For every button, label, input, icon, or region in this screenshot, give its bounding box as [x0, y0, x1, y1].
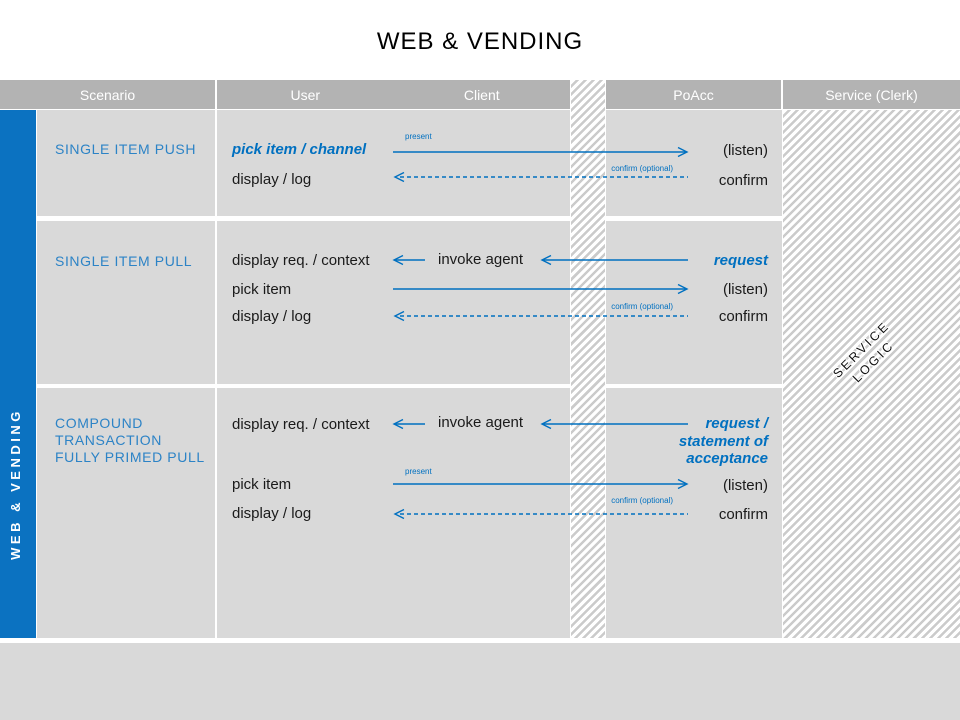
footer-band: [0, 643, 960, 720]
column-header-user-client: User Client: [217, 80, 570, 109]
service-logic-region: [783, 110, 960, 638]
column-header-scenario-label: Scenario: [79, 86, 136, 103]
row3-user-action-3: display / log: [232, 505, 312, 522]
row1-present-arrow-label: present: [405, 132, 432, 141]
row3-poacc-action-1-line1: request /: [705, 415, 768, 432]
row2-userclient-cell: [217, 221, 570, 384]
row3-poacc-action-2: (listen): [722, 477, 768, 494]
row1-confirm-arrow: [393, 171, 688, 183]
row3-invoke-agent-arrow: [392, 418, 425, 430]
row2-pick-item-arrow: [393, 283, 689, 295]
column-header-scenario: Scenario: [0, 80, 215, 109]
row3-poacc-action-1-line2: statement of: [678, 432, 768, 450]
row3-present-arrow-label: present: [405, 467, 432, 476]
row3-client-action: invoke agent: [438, 414, 524, 431]
row3-scenario-title-line1: COMPOUND: [55, 415, 144, 431]
row1-confirm-arrow-label: confirm (optional): [611, 164, 673, 173]
row3-poacc-action-1: request / statement of acceptance: [606, 415, 768, 468]
row1-poacc-action-1: (listen): [722, 142, 768, 159]
page-title: WEB & VENDING: [376, 28, 584, 55]
row3-poacc-action-1-line3: acceptance: [686, 450, 768, 467]
column-header-poacc: PoAcc: [606, 80, 781, 109]
row3-poacc-cell: [606, 388, 782, 638]
row3-user-action-2: pick item: [232, 476, 292, 493]
column-header-client-label: Client: [463, 86, 500, 103]
row3-userclient-cell: [217, 388, 570, 638]
row1-user-action-1: pick item / channel: [232, 141, 367, 158]
row3-poacc-action-3: confirm: [718, 506, 768, 523]
row3-user-action-1: display req. / context: [232, 416, 370, 433]
row2-request-arrow: [540, 254, 688, 266]
row2-confirm-arrow: [393, 310, 688, 322]
row2-confirm-arrow-label: confirm (optional): [611, 302, 673, 311]
row1-scenario-cell: [37, 110, 215, 216]
row2-invoke-agent-arrow: [392, 254, 425, 266]
web-vending-vertical-label: WEB & VENDING: [8, 408, 23, 560]
hatched-separator-strip: [571, 80, 605, 638]
row2-user-action-1: display req. / context: [232, 252, 370, 269]
row2-scenario-title: SINGLE ITEM PULL: [55, 253, 193, 269]
row2-poacc-action-2: (listen): [722, 281, 768, 298]
row2-user-action-3: display / log: [232, 308, 312, 325]
web-vending-sidebar: WEB & VENDING: [0, 110, 36, 638]
row3-scenario-title-line2: TRANSACTION: [55, 432, 162, 448]
column-header-poacc-label: PoAcc: [673, 86, 714, 103]
row3-confirm-arrow-label: confirm (optional): [611, 496, 673, 505]
row2-poacc-action-1: request: [713, 252, 768, 269]
row1-present-arrow: [393, 146, 689, 158]
row3-confirm-arrow: [393, 508, 688, 520]
row1-scenario-title: SINGLE ITEM PUSH: [55, 141, 197, 157]
row3-present-arrow: [393, 478, 689, 490]
row2-poacc-cell: [606, 221, 782, 384]
row1-poacc-cell: [606, 110, 782, 216]
row3-scenario-cell: [37, 388, 215, 638]
row2-client-action: invoke agent: [438, 251, 524, 268]
row2-user-action-2: pick item: [232, 281, 292, 298]
row3-scenario-title: COMPOUND TRANSACTION FULLY PRIMED PULL: [55, 415, 205, 466]
column-header-service-label: Service (Clerk): [825, 86, 918, 103]
row3-request-arrow: [540, 418, 688, 430]
row1-user-action-2: display / log: [232, 171, 312, 188]
row1-poacc-action-2: confirm: [718, 172, 768, 189]
row2-scenario-cell: [37, 221, 215, 384]
column-header-user-label: User: [290, 86, 321, 103]
row1-userclient-cell: [217, 110, 570, 216]
row3-scenario-title-line3: FULLY PRIMED PULL: [55, 449, 205, 465]
column-header-service: Service (Clerk): [783, 80, 960, 109]
row2-poacc-action-3: confirm: [718, 308, 768, 325]
